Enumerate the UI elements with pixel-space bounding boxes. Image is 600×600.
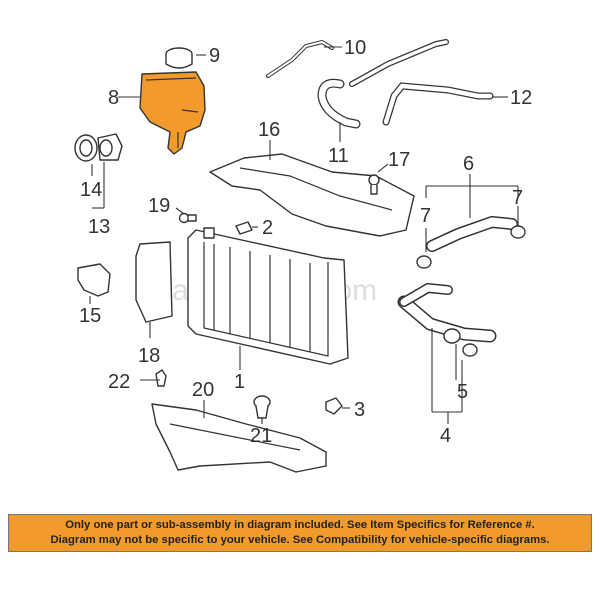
grommet-3-part bbox=[325, 397, 343, 415]
callout-2: 2 bbox=[262, 217, 273, 239]
hose-6-part bbox=[426, 215, 518, 252]
callout-16: 16 bbox=[258, 119, 280, 141]
callout-15: 15 bbox=[79, 305, 101, 327]
thermostat-housing-part bbox=[74, 133, 123, 162]
callout-7-left: 7 bbox=[420, 205, 431, 227]
coolant-reservoir-part bbox=[139, 71, 206, 155]
radiator-part bbox=[187, 227, 349, 365]
disclaimer-line-2: Diagram may not be specific to your vehi… bbox=[50, 534, 550, 546]
callout-3: 3 bbox=[354, 399, 365, 421]
callout-22: 22 bbox=[108, 371, 130, 393]
callout-21: 21 bbox=[250, 425, 272, 447]
disclaimer-banner: Only one part or sub-assembly in diagram… bbox=[8, 514, 592, 552]
callout-14: 14 bbox=[80, 179, 102, 201]
callout-labels: 8 9 10 12 11 16 17 6 7 7 14 13 19 2 15 1… bbox=[79, 37, 532, 447]
callout-17: 17 bbox=[388, 149, 410, 171]
callout-13: 13 bbox=[88, 216, 110, 238]
bolt-19-part bbox=[178, 212, 197, 224]
hose-10-part bbox=[266, 39, 334, 78]
disclaimer-line-1: Only one part or sub-assembly in diagram… bbox=[65, 519, 535, 531]
leader-lines bbox=[89, 46, 519, 424]
reservoir-cap-part bbox=[165, 47, 193, 69]
callout-7-right: 7 bbox=[512, 187, 523, 209]
callout-19: 19 bbox=[148, 195, 170, 217]
pin-22-part bbox=[155, 369, 167, 387]
hose-12-part bbox=[382, 82, 494, 126]
baffle-18-part bbox=[135, 241, 173, 323]
hose-4-part bbox=[397, 282, 497, 343]
shroud-16-part bbox=[209, 153, 415, 237]
callout-6: 6 bbox=[463, 153, 474, 175]
callout-9: 9 bbox=[209, 45, 220, 67]
callout-4: 4 bbox=[440, 425, 451, 447]
callout-1: 1 bbox=[234, 371, 245, 393]
clip-21-part bbox=[253, 395, 271, 419]
callout-20: 20 bbox=[192, 379, 214, 401]
fastener-17-part bbox=[368, 174, 380, 195]
grommet-2-part bbox=[235, 221, 253, 235]
callout-8: 8 bbox=[108, 87, 119, 109]
callout-5: 5 bbox=[457, 381, 468, 403]
callout-10: 10 bbox=[344, 37, 366, 59]
callout-18: 18 bbox=[138, 345, 160, 367]
hose-11-part bbox=[317, 39, 449, 129]
clamp-7a-part bbox=[416, 255, 432, 269]
outlet-15-part bbox=[77, 263, 111, 297]
callout-11: 11 bbox=[328, 145, 349, 167]
clamp-5-part bbox=[443, 328, 478, 357]
callout-12: 12 bbox=[510, 87, 532, 109]
clamp-7b-part bbox=[510, 225, 526, 239]
